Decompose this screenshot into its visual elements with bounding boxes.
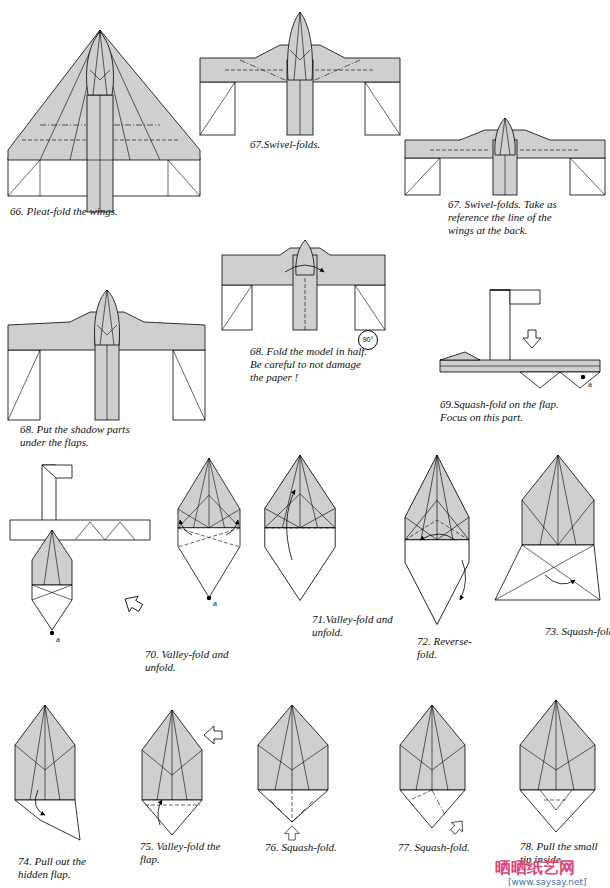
watermark: 晒晒纸艺网	[495, 859, 607, 877]
step-76-figure	[258, 705, 328, 840]
step-caption: 66. Pleat-fold the wings.	[10, 205, 210, 218]
step-69-figure	[440, 290, 600, 388]
rotation-circle: 90°	[358, 330, 378, 350]
step-71-figure	[265, 455, 335, 601]
step-67-figure	[405, 118, 605, 195]
step-caption: 69.Squash-fold on the flap. Focus on thi…	[440, 398, 570, 424]
step-caption: 67.Swivel-folds.	[250, 138, 390, 151]
step-75-figure	[142, 710, 222, 835]
step-caption: 74. Pull out the hidden flap.	[18, 855, 106, 881]
step-70-figure	[10, 465, 150, 635]
step-72-figure	[405, 455, 469, 625]
watermark-url: [www.saysay.net]	[508, 877, 608, 888]
step-66-figure	[8, 30, 200, 212]
step-67-figure	[200, 12, 400, 135]
point-label: a	[213, 598, 227, 609]
step-caption: 75. Valley-fold the flap.	[140, 840, 222, 866]
step-68-fold-figure	[222, 240, 385, 330]
step-caption: 72. Reverse- fold.	[417, 635, 479, 661]
point-label: a	[56, 634, 70, 645]
step-caption: 76. Squash-fold.	[265, 841, 360, 854]
rotation-label: 90°	[363, 336, 374, 344]
step-caption: 70. Valley-fold and unfold.	[145, 648, 250, 674]
point-label: a	[588, 379, 602, 390]
step-caption: 77. Squash-fold.	[398, 841, 493, 854]
step-70-hex-figure	[178, 458, 240, 600]
step-68-figure	[8, 290, 205, 420]
step-caption: 67. Swivel-folds. Take as reference the …	[448, 198, 580, 237]
step-caption: 73. Squash-fold.	[545, 625, 610, 638]
step-caption: 68. Put the shadow parts under the flaps…	[20, 423, 155, 449]
step-78-figure	[520, 700, 595, 832]
step-73-figure	[495, 455, 600, 600]
step-caption: 68. Fold the model in half. Be careful t…	[250, 345, 375, 384]
step-77-figure	[400, 705, 468, 837]
step-74-figure	[15, 705, 80, 840]
step-caption: 71.Valley-fold and unfold.	[312, 613, 394, 639]
